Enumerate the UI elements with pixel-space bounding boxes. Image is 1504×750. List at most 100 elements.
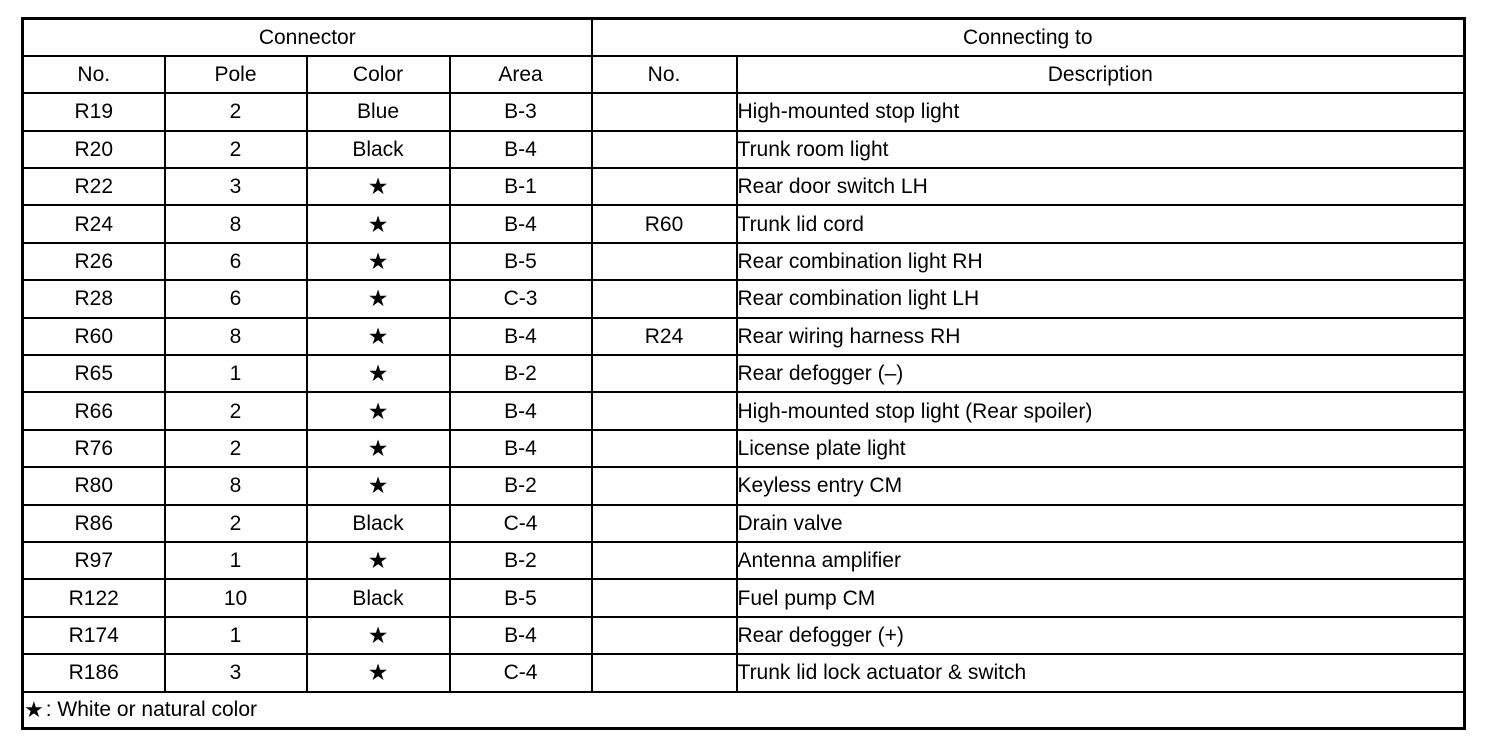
cell-area: B-2 [448,466,593,506]
cell-pole: 3 [163,167,308,207]
cell-area: B-4 [448,316,593,357]
cell-pole: 2 [163,129,308,170]
cell-connecting-no [590,129,738,170]
cell-connecting-no [590,167,738,207]
star-icon: ★ [367,621,389,648]
cell-connecting-no [590,241,738,282]
cell-pole: 2 [163,503,308,543]
cell-connector-no: R66 [21,391,166,431]
cell-color: ★ [305,391,451,431]
cell-area: B-2 [448,540,593,581]
cell-description: Rear combination light RH [735,241,1466,282]
cell-connecting-no [590,540,738,581]
cell-area: B-4 [448,615,593,656]
column-header-connector-no: No. [21,54,166,95]
cell-connecting-no [590,578,738,618]
cell-description: Trunk lid cord [735,204,1466,244]
cell-description: Drain valve [735,503,1466,543]
cell-color: ★ [305,540,451,581]
cell-connector-no: R24 [21,204,166,244]
cell-connecting-no [590,653,738,693]
cell-description: Fuel pump CM [735,578,1466,618]
connector-table-container: Connector Connecting to No. Pole Color A… [21,17,1467,731]
star-icon: ★ [367,547,389,574]
group-header-row: Connector Connecting to [21,17,1466,57]
star-icon: ★ [367,285,389,312]
cell-connector-no: R26 [21,241,166,282]
cell-pole: 1 [163,615,308,656]
cell-connector-no: R122 [21,578,166,618]
star-icon: ★ [367,360,389,387]
cell-connector-no: R76 [21,428,166,469]
cell-area: B-3 [448,92,593,132]
cell-pole: 8 [163,466,308,506]
cell-description: Trunk room light [735,129,1466,170]
column-header-color: Color [305,54,451,95]
cell-description: Rear wiring harness RH [735,316,1466,357]
cell-connector-no: R186 [21,653,166,693]
cell-color: ★ [305,316,451,357]
cell-area: B-4 [448,428,593,469]
cell-description: License plate light [735,428,1466,469]
star-icon: ★ [367,472,389,499]
cell-connecting-no [590,92,738,132]
cell-area: B-2 [448,354,593,394]
cell-pole: 3 [163,653,308,693]
cell-connector-no: R97 [21,540,166,581]
cell-color: Blue [305,92,451,132]
cell-color: ★ [305,354,451,394]
cell-pole: 10 [163,578,308,618]
cell-area: B-4 [448,204,593,244]
cell-area: B-4 [448,129,593,170]
star-icon: ★ [367,659,389,686]
cell-connector-no: R60 [21,316,166,357]
cell-area: B-1 [448,167,593,207]
cell-connecting-no [590,354,738,394]
cell-connecting-no [590,503,738,543]
cell-description: High-mounted stop light [735,92,1466,132]
group-header-connector: Connector [21,17,593,57]
group-header-connecting-to: Connecting to [590,17,1466,57]
cell-pole: 2 [163,391,308,431]
column-header-pole: Pole [163,54,308,95]
cell-color: ★ [305,466,451,506]
cell-pole: 1 [163,354,308,394]
cell-description: Trunk lid lock actuator & switch [735,653,1466,693]
footnote-cell: ★: White or natural color [21,690,1466,730]
cell-pole: 2 [163,428,308,469]
cell-color: Black [305,129,451,170]
cell-area: B-5 [448,241,593,282]
cell-color: ★ [305,167,451,207]
cell-connector-no: R65 [21,354,166,394]
cell-description: High-mounted stop light (Rear spoiler) [735,391,1466,431]
cell-connector-no: R20 [21,129,166,170]
cell-color: ★ [305,204,451,244]
cell-connector-no: R86 [21,503,166,543]
cell-connecting-no [590,279,738,319]
cell-area: C-4 [448,503,593,543]
cell-pole: 6 [163,241,308,282]
column-header-area: Area [448,54,593,95]
star-icon: ★ [367,173,389,200]
cell-description: Rear door switch LH [735,167,1466,207]
cell-connecting-no [590,391,738,431]
cell-color: ★ [305,653,451,693]
cell-area: B-5 [448,578,593,618]
cell-connector-no: R80 [21,466,166,506]
cell-pole: 1 [163,540,308,581]
cell-pole: 2 [163,92,308,132]
cell-area: C-3 [448,279,593,319]
cell-color: ★ [305,279,451,319]
